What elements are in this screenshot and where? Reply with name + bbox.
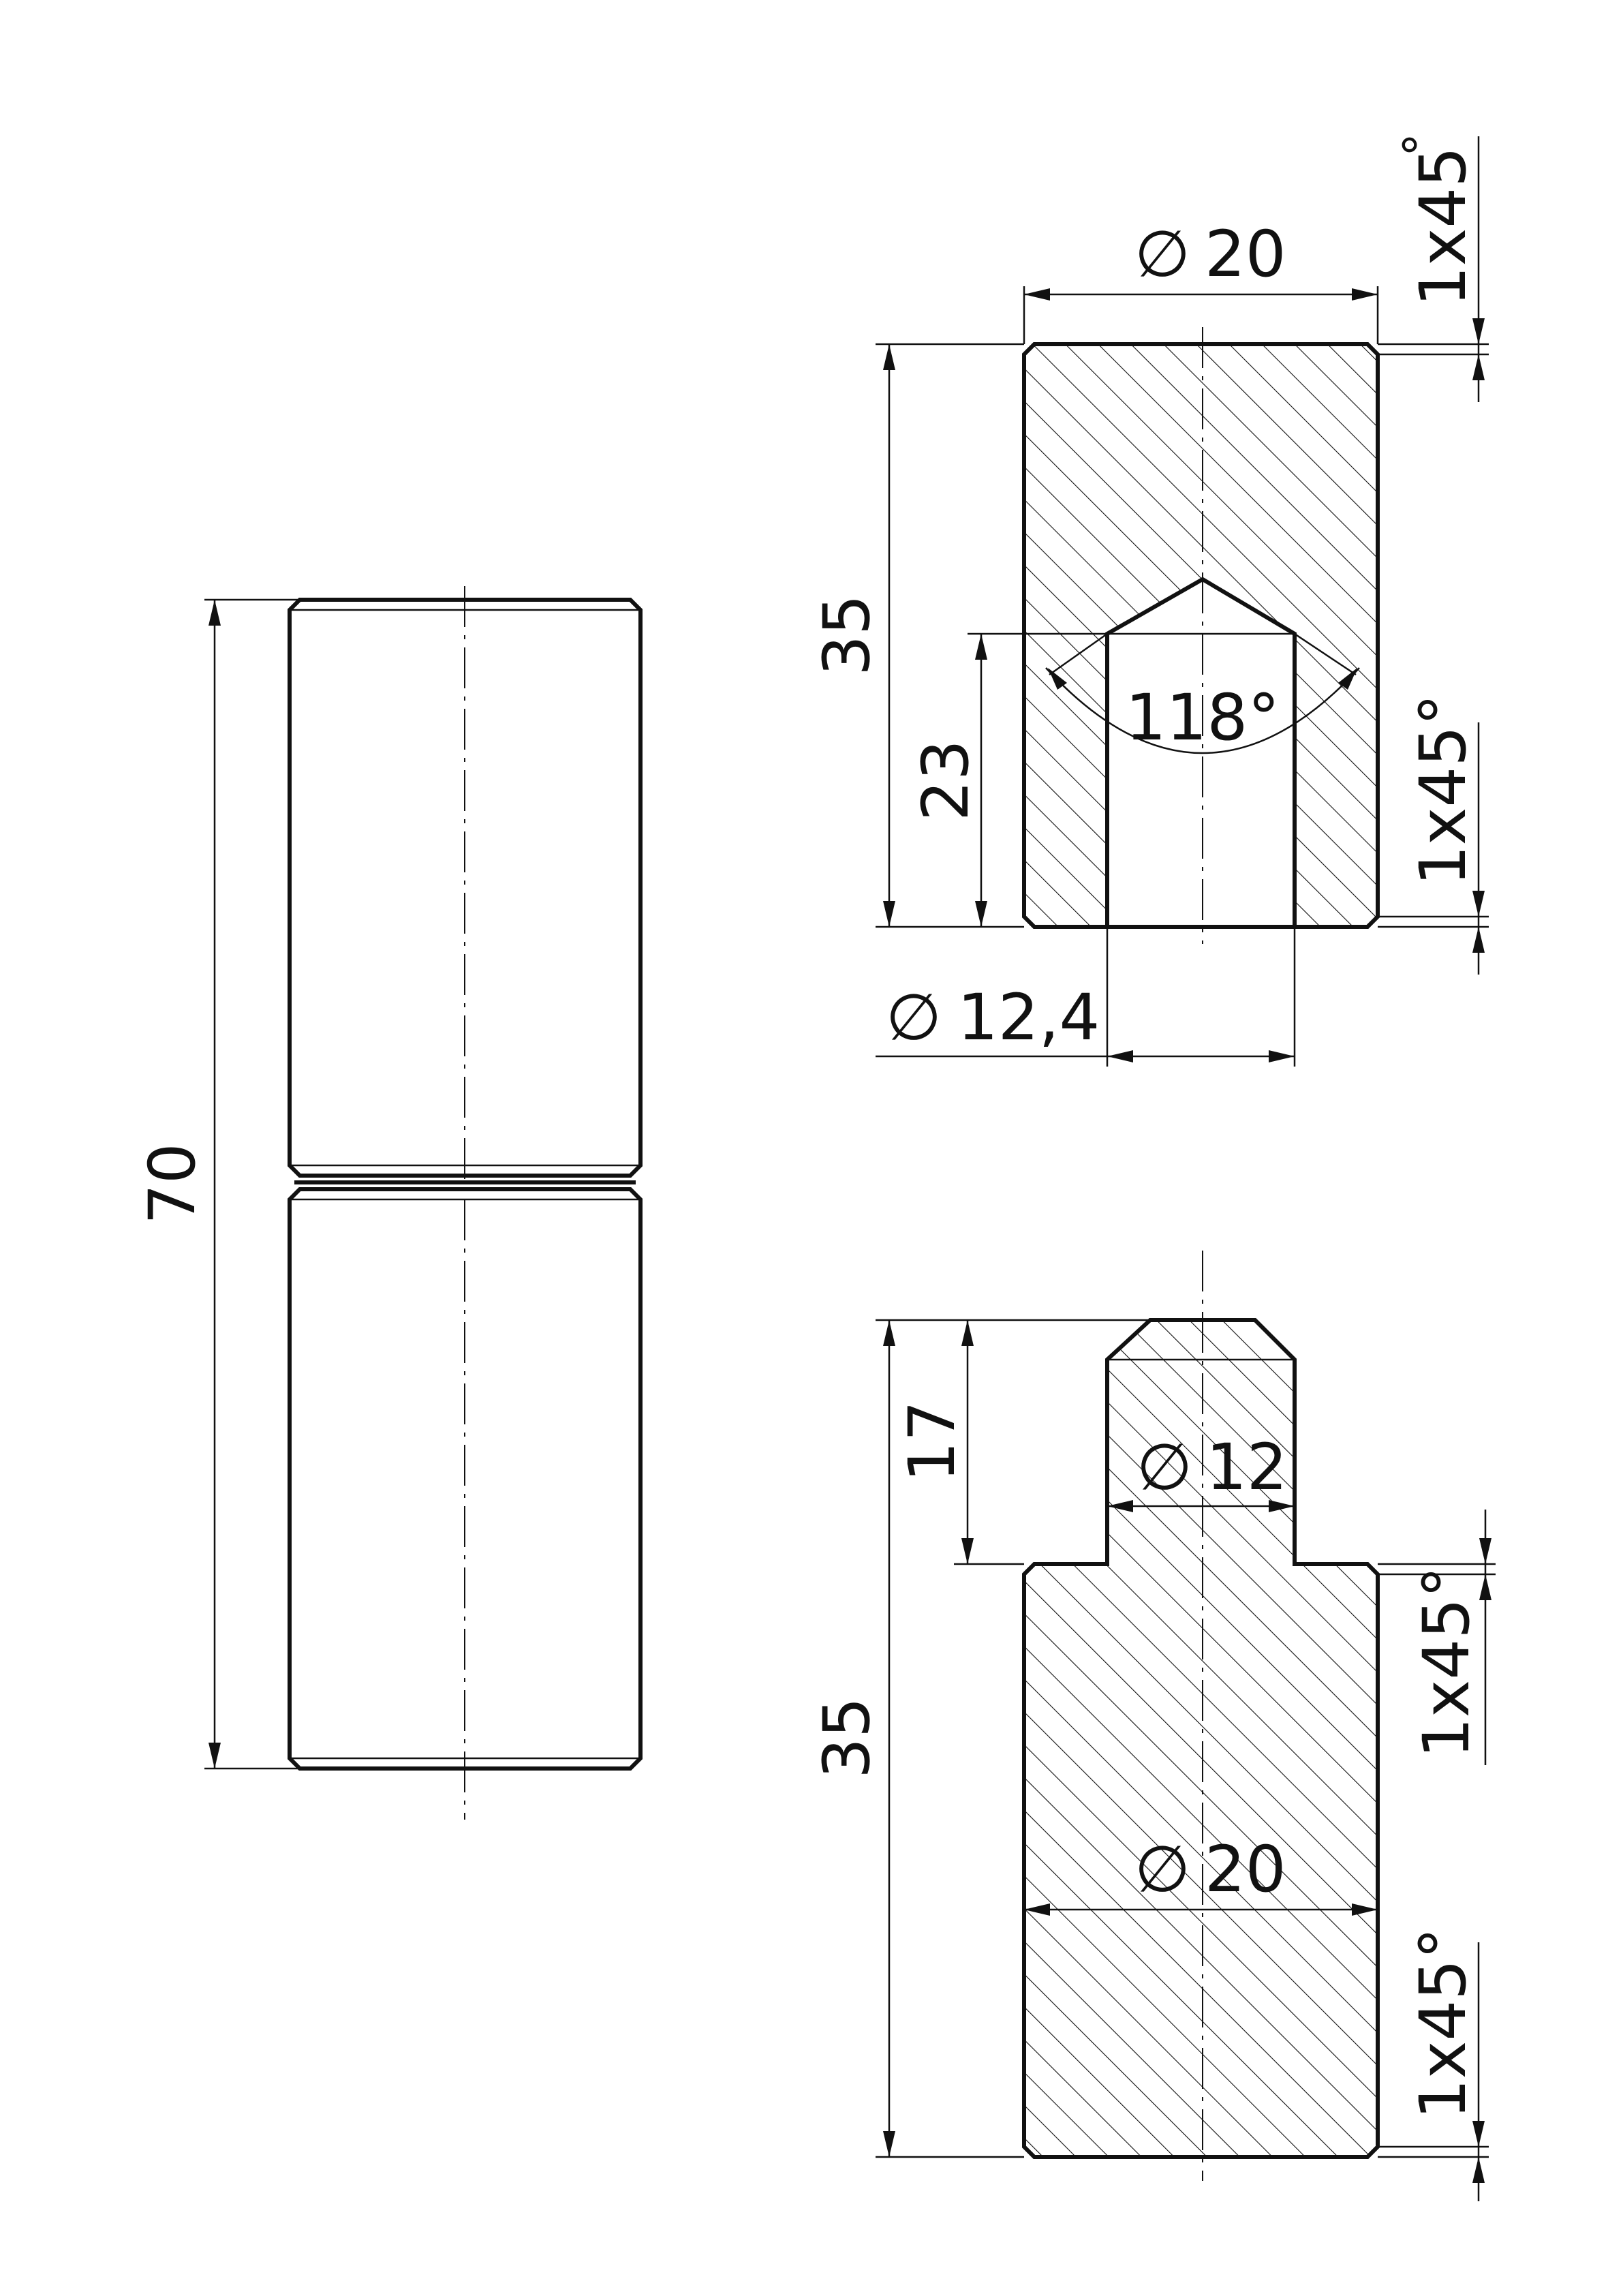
drill-angle-arc xyxy=(1045,667,1360,754)
lower-length-label: 35 xyxy=(810,1697,884,1779)
upper-part-section xyxy=(1022,342,1380,929)
lower-chamfer-bottom-label: 1x45° xyxy=(1406,1927,1481,2119)
overall-length-label: 70 xyxy=(136,1143,210,1225)
upper-section-view: ∅ 20 1x45 ° 35 23 118° xyxy=(810,133,1489,1067)
upper-length-label: 35 xyxy=(810,594,884,676)
bore-diameter-label: 12,4 xyxy=(957,981,1100,1055)
bore-depth-label: 23 xyxy=(909,739,983,821)
lower-diameter-label: 20 xyxy=(1205,1833,1286,1907)
lower-section-view: 17 ∅ 12 1x45° 35 ∅ 20 1x45° xyxy=(810,1251,1496,2201)
drill-angle-label: 118° xyxy=(1126,681,1280,755)
lower-part-section xyxy=(1022,1318,1380,2159)
pin-length-label: 17 xyxy=(895,1400,970,1482)
upper-diameter-label: 20 xyxy=(1205,217,1286,292)
lower-chamfer-top-label: 1x45° xyxy=(1410,1566,1484,1758)
upper-chamfer-top-label: 1x45 xyxy=(1406,147,1481,307)
bore-diameter-symbol: ∅ xyxy=(886,981,942,1055)
pin-diameter-label: 12 xyxy=(1206,1430,1288,1505)
upper-barrel-outline xyxy=(288,598,643,1178)
pin-diameter-symbol: ∅ xyxy=(1137,1430,1192,1505)
lower-diameter-symbol: ∅ xyxy=(1134,1833,1190,1907)
assembled-hinge-view: 70 xyxy=(136,586,643,1820)
upper-diameter-symbol: ∅ xyxy=(1134,217,1190,292)
upper-chamfer-bottom-label: 1x45° xyxy=(1406,694,1481,886)
upper-chamfer-top-degree: ° xyxy=(1393,133,1449,157)
